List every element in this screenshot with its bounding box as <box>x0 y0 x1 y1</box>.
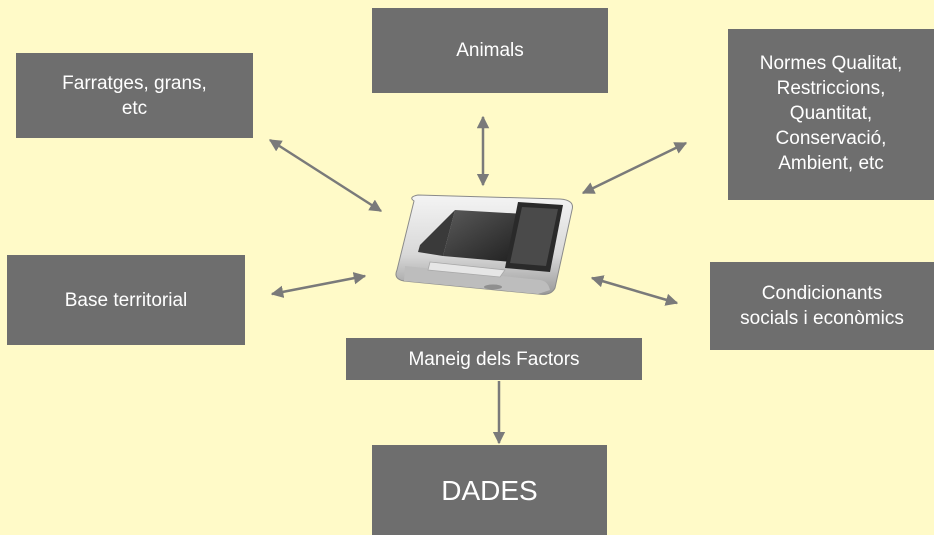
node-normes-line: Quantitat, <box>789 103 873 124</box>
node-normes-line: Normes Qualitat, <box>759 53 903 74</box>
arrow-base-center <box>270 272 367 298</box>
node-normes: Normes Qualitat, Restriccions, Quantitat… <box>728 29 934 200</box>
node-farratges-line: Farratges, grans, <box>62 72 207 94</box>
node-condicionants-line: Condicionants <box>761 283 883 304</box>
arrow-normes-center <box>581 141 688 195</box>
arrow-farratges-center <box>268 138 383 213</box>
computer-terminal-icon <box>395 194 573 295</box>
node-base-territorial: Base territorial <box>7 255 245 345</box>
arrow-condicionants-center <box>590 275 679 306</box>
node-condicionants: Condicionants socials i econòmics <box>710 262 934 350</box>
node-animals-label: Animals <box>456 40 524 61</box>
node-farratges-line: etc <box>121 97 148 119</box>
node-normes-line: Ambient, etc <box>778 153 884 174</box>
node-maneig: Maneig dels Factors <box>346 338 642 380</box>
node-farratges: Farratges, grans, etc <box>16 53 253 138</box>
node-dades: DADES <box>372 445 607 535</box>
node-condicionants-line: socials i econòmics <box>740 308 904 329</box>
node-normes-line: Conservació, <box>775 128 887 149</box>
node-base-territorial-label: Base territorial <box>64 289 188 311</box>
node-dades-label: DADES <box>441 474 538 506</box>
node-maneig-label: Maneig dels Factors <box>408 348 580 370</box>
node-normes-line: Restriccions, <box>776 78 886 99</box>
node-animals: Animals <box>372 8 608 93</box>
